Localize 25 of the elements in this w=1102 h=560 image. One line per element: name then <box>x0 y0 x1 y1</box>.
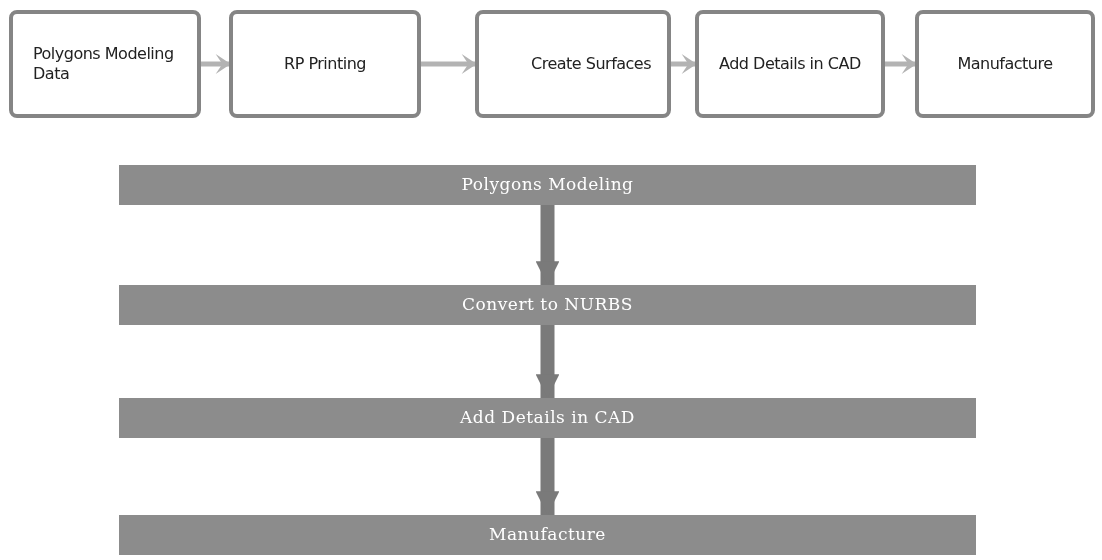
box-label: Manufacture <box>489 524 606 546</box>
arrow <box>201 54 231 74</box>
box-label: Add Details in CAD <box>460 407 635 429</box>
process-bar <box>119 285 976 325</box>
box-label: RP Printing <box>284 54 366 74</box>
box-label: Manufacture <box>957 54 1053 74</box>
process-bar <box>119 165 976 205</box>
process-box <box>475 10 671 118</box>
process-box <box>229 10 421 118</box>
arrow <box>535 438 560 515</box>
process-box <box>695 10 885 118</box>
arrow <box>671 54 697 74</box>
box-label: Polygons Modeling <box>461 174 634 196</box>
arrow <box>421 54 477 74</box>
process-box <box>915 10 1095 118</box>
arrow <box>535 205 560 285</box>
process-box <box>9 10 201 118</box>
box-label: Polygons Modeling Data <box>33 44 175 84</box>
process-bar <box>119 398 976 438</box>
box-label: Convert to NURBS <box>462 294 633 316</box>
box-label: Add Details in CAD <box>719 54 861 74</box>
box-label: Create Surfaces <box>531 54 652 74</box>
arrow <box>535 325 560 398</box>
process-bar <box>119 515 976 555</box>
arrow <box>885 54 917 74</box>
